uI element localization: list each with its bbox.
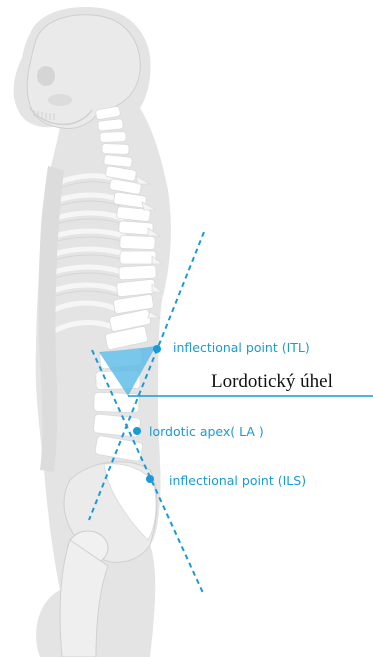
la-point <box>133 427 141 435</box>
itl-label: inflectional point (ITL) <box>173 340 310 355</box>
lordotic-angle-label: Lordotický úhel <box>211 371 333 392</box>
ils-point <box>146 475 154 483</box>
body-silhouette <box>14 7 171 657</box>
cheek <box>48 94 72 106</box>
itl-point <box>153 345 161 353</box>
eye-socket <box>37 66 55 86</box>
la-label: lordotic apex( LA ) <box>149 424 264 439</box>
ils-label: inflectional point (ILS) <box>169 473 306 488</box>
